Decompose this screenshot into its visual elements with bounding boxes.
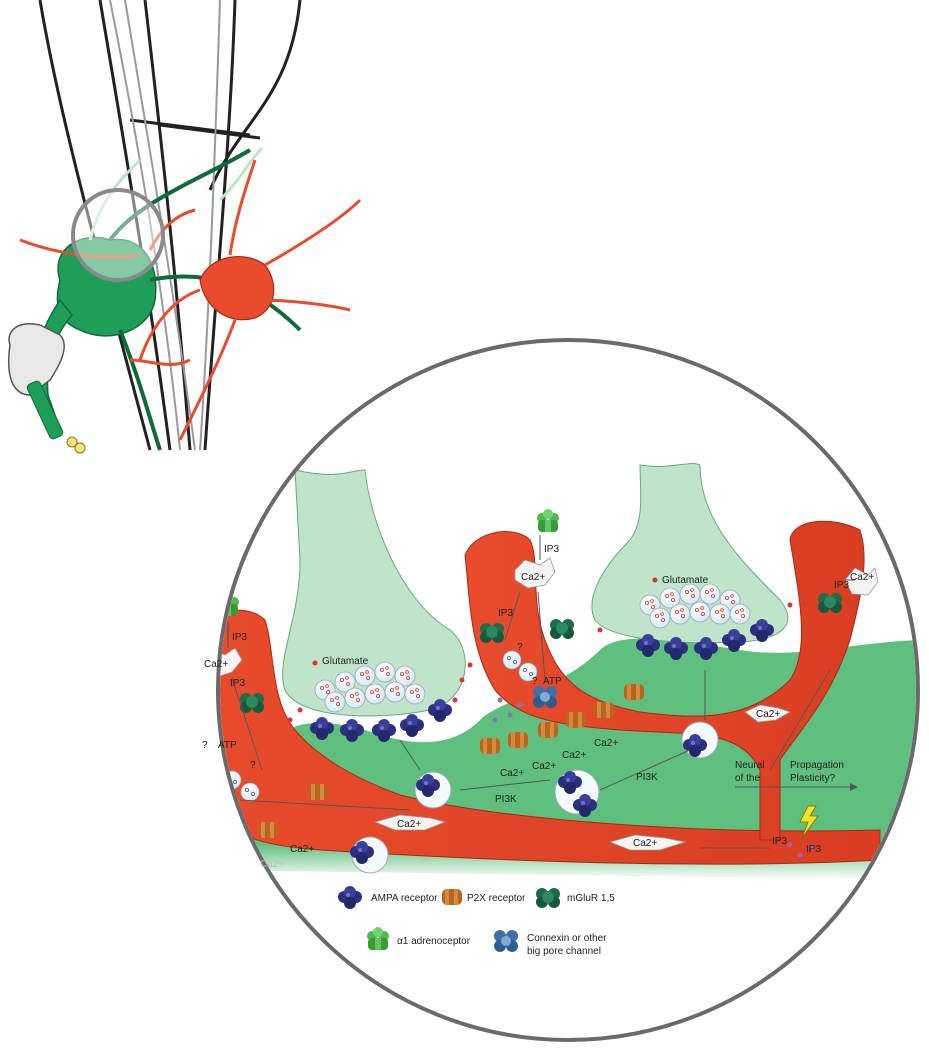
electrode-icon [8, 323, 86, 454]
question-mark: ? [202, 740, 208, 751]
calcium-label-faded: Ca2+ [260, 859, 284, 870]
calcium-label: Ca2+ [290, 844, 314, 855]
ip3-label: IP3 [772, 836, 787, 847]
ip3-label: IP3 [232, 632, 247, 643]
legend-label: α1 adrenoceptor [397, 936, 471, 947]
neural-label-line2: of the [735, 773, 760, 784]
calcium-label: Ca2+ [756, 709, 780, 720]
question-mark: ? [517, 642, 523, 653]
legend-label-line2: big pore channel [527, 946, 601, 957]
signaling-arrows [227, 535, 855, 849]
legend-item-mglur: mGluR 1,5 [536, 888, 615, 908]
neural-label: Neural [735, 760, 764, 771]
glutamate-label-right: Glutamate [662, 575, 709, 586]
neuron-network-overview [8, 0, 362, 454]
calcium-store-center [514, 557, 556, 589]
plasticity-label: Plasticity? [790, 773, 835, 784]
legend-label: P2X receptor [467, 893, 526, 904]
calcium-wave-mid [373, 814, 447, 831]
question-mark: ? [250, 760, 256, 771]
lightning-bolt-icon [799, 805, 819, 839]
glutamate-label-left: Glutamate [322, 656, 369, 667]
legend-item-connexin: Connexin or other big pore channel [494, 930, 607, 957]
legend-label: mGluR 1,5 [567, 893, 615, 904]
calcium-wave-right [608, 834, 687, 851]
calcium-label: Ca2+ [562, 750, 586, 761]
calcium-label: Ca2+ [594, 738, 618, 749]
magnified-synapse-view [216, 338, 920, 1042]
question-mark: ? [532, 676, 538, 687]
ip3-label: IP3 [230, 678, 245, 689]
calcium-label: Ca2+ [633, 838, 657, 849]
zoom-region-circle [71, 188, 165, 282]
calcium-wave-mid-right [744, 704, 791, 723]
diagram-labels: Glutamate Glutamate IP3 IP3 IP3 IP3 IP3 … [202, 544, 874, 870]
calcium-label: Ca2+ [500, 768, 524, 779]
ip3-label: IP3 [498, 608, 513, 619]
atp-label: ATP [218, 740, 237, 751]
presynaptic-terminal-left [282, 469, 466, 717]
released-transmitter-dots [222, 577, 815, 858]
ip3-label: IP3 [834, 580, 849, 591]
ip3-label: IP3 [806, 844, 821, 855]
legend-label: AMPA receptor [371, 893, 438, 904]
calcium-label: Ca2+ [397, 819, 421, 830]
calcium-store-right [844, 567, 879, 596]
pi3k-label: PI3K [636, 772, 658, 783]
calcium-label: Ca2+ [850, 572, 874, 583]
legend-item-alpha1: α1 adrenoceptor [367, 927, 471, 950]
calcium-label: Ca2+ [532, 761, 556, 772]
astrocyte-process [220, 520, 881, 865]
ip3-label: IP3 [544, 544, 559, 555]
pi3k-label: PI3K [495, 794, 517, 805]
legend-item-ampa: AMPA receptor [338, 886, 438, 909]
calcium-label: Ca2+ [521, 572, 545, 583]
legend-label: Connexin or other [527, 933, 607, 944]
calcium-label: Ca2+ [204, 659, 228, 670]
legend: AMPA receptor P2X receptor mGluR 1,5 α1 … [338, 886, 615, 957]
atp-label: ATP [543, 676, 562, 687]
legend-item-p2x: P2X receptor [442, 889, 526, 905]
p2x-receptor-icon [442, 889, 462, 905]
propagation-label: Propagation [790, 760, 844, 771]
